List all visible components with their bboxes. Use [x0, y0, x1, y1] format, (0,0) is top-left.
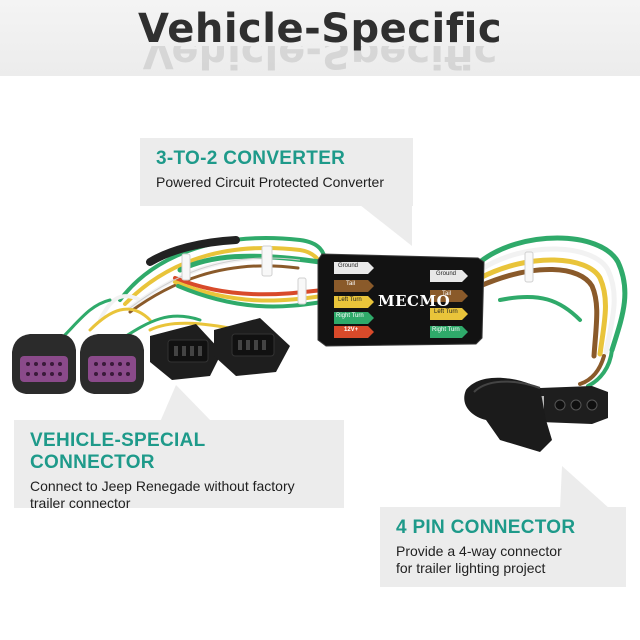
four-pin-callout: 4 PIN CONNECTOR Provide a 4-way connecto…: [380, 507, 626, 587]
fourpin-callout-desc-line1: Provide a 4-way connector: [396, 543, 562, 559]
converter-callout-title: 3-TO-2 CONVERTER: [156, 148, 346, 169]
vehicle-callout-title: VEHICLE-SPECIAL CONNECTOR: [30, 430, 206, 473]
converter-callout-pointer: [360, 205, 412, 246]
cable-tie: [261, 245, 273, 277]
vehicle-callout-desc-line2: trailer connector: [30, 495, 131, 511]
cable-tie: [297, 277, 307, 305]
fourpin-callout-desc: Provide a 4-way connector for trailer li…: [396, 543, 610, 577]
right-wire-harness: [477, 235, 628, 388]
vehicle-connector-callout: VEHICLE-SPECIAL CONNECTOR Connect to Jee…: [14, 420, 344, 511]
female-connector-2: [80, 334, 144, 394]
header-banner: [0, 0, 640, 76]
male-connector-2: [214, 318, 290, 376]
male-connector-1: [150, 324, 222, 380]
converter-callout-desc: Powered Circuit Protected Converter: [156, 174, 384, 190]
converter-callout: 3-TO-2 CONVERTER Powered Circuit Protect…: [140, 138, 413, 206]
fourpin-callout-pointer: [560, 466, 610, 509]
fourpin-callout-desc-line2: for trailer lighting project: [396, 560, 546, 576]
cable-tie: [524, 251, 534, 283]
cable-tie: [181, 253, 191, 281]
page-title: Vehicle-Specific: [137, 6, 503, 52]
converter-box: [317, 253, 485, 347]
vehicle-callout-desc-line1: Connect to Jeep Renegade without factory: [30, 478, 295, 494]
vehicle-callout-pointer: [160, 385, 212, 422]
vehicle-callout-desc: Connect to Jeep Renegade without factory…: [30, 478, 328, 512]
female-connector-1: [12, 334, 76, 394]
wire-outlines: [129, 257, 301, 309]
wire-sheath: [146, 236, 240, 266]
fourpin-callout-title: 4 PIN CONNECTOR: [396, 517, 576, 538]
four-pin-connector: [464, 377, 608, 452]
